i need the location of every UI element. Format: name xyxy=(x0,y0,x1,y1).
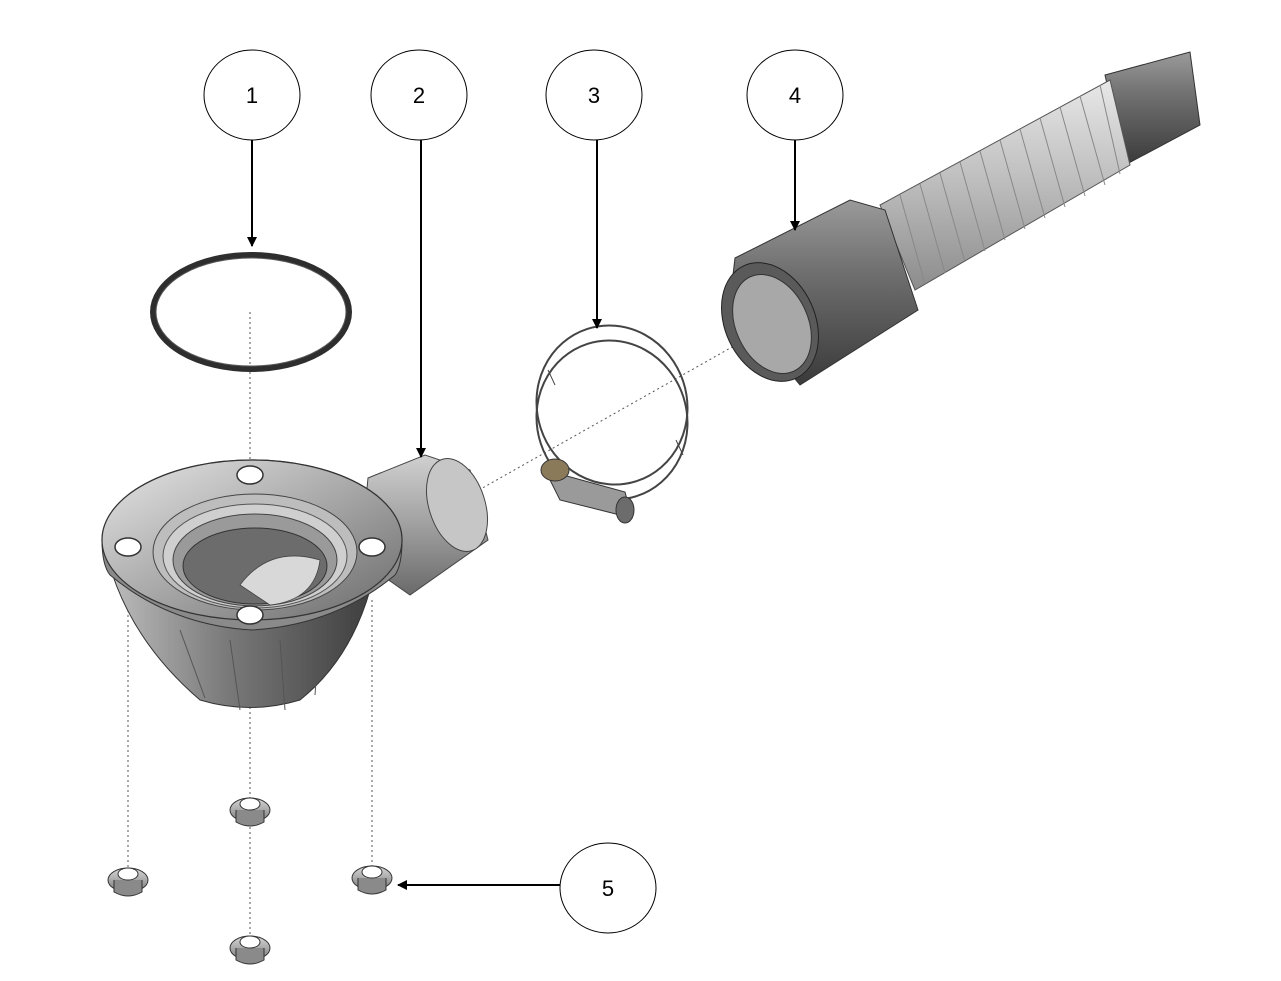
corrugated-hose-part xyxy=(721,51,1201,386)
leader-lines xyxy=(247,140,800,890)
o-ring-part xyxy=(150,252,352,372)
flange-nut xyxy=(351,865,393,895)
callout-label-1: 1 xyxy=(246,83,258,108)
callout-label-5: 5 xyxy=(602,876,614,901)
callout-balloon-5: 5 xyxy=(559,842,657,934)
callout-balloon-2: 2 xyxy=(370,49,468,141)
assembly-centerlines xyxy=(127,312,781,960)
flange-nut xyxy=(107,867,149,897)
callout-label-4: 4 xyxy=(789,83,801,108)
callout-balloon-1: 1 xyxy=(203,49,301,141)
callout-label-2: 2 xyxy=(413,83,425,108)
callout-label-3: 3 xyxy=(588,83,600,108)
hose-clamp-part xyxy=(535,324,689,524)
callout-balloon-3: 3 xyxy=(545,49,643,141)
drain-housing-part xyxy=(101,454,489,711)
flange-nuts-part xyxy=(107,797,393,965)
flange-nut xyxy=(229,797,271,827)
flange-nut xyxy=(229,935,271,965)
callout-balloon-4: 4 xyxy=(746,49,844,141)
